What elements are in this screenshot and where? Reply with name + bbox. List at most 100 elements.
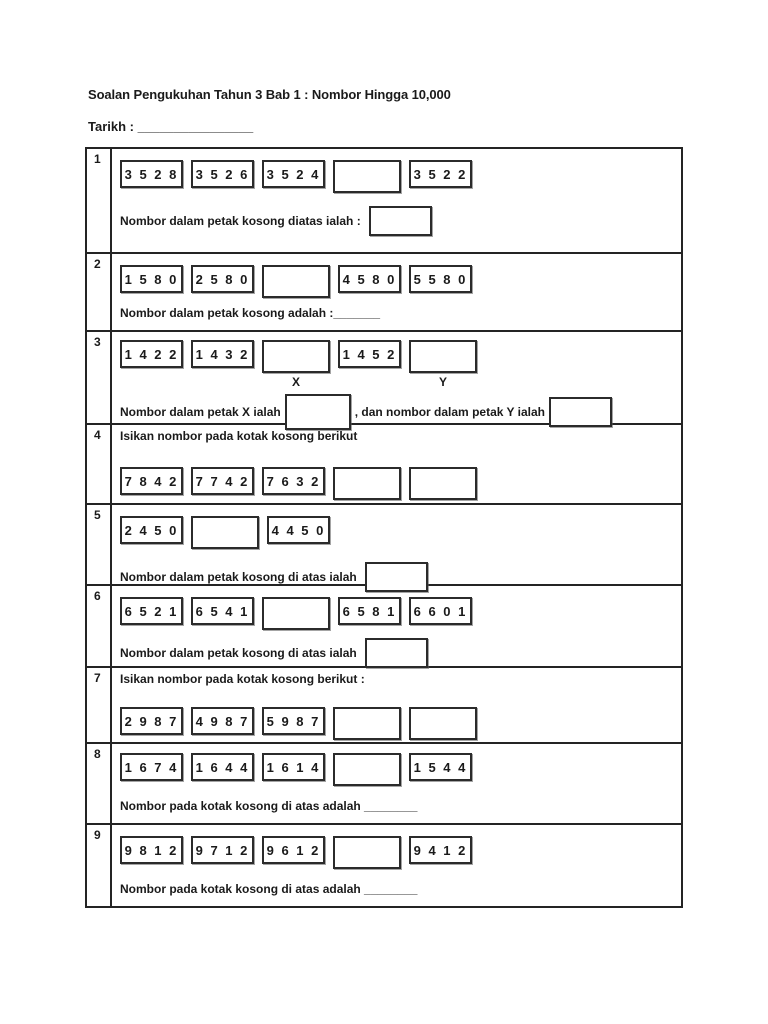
empty-number-box[interactable] bbox=[262, 265, 330, 298]
question-prompt-x: Nombor dalam petak X ialah bbox=[120, 405, 281, 419]
question-prompt: Nombor pada kotak kosong di atas adalah … bbox=[120, 882, 418, 896]
question-row-9: 9 9 8 1 2 9 7 1 2 9 6 1 2 9 4 1 2 Nombor… bbox=[87, 823, 681, 906]
question-table: 1 3 5 2 8 3 5 2 6 3 5 2 4 3 5 2 2 Nombor… bbox=[85, 147, 683, 908]
empty-number-box[interactable] bbox=[333, 160, 401, 193]
box-column-x: X bbox=[262, 340, 330, 389]
empty-number-box[interactable] bbox=[262, 597, 330, 630]
number-sequence: 2 4 5 0 4 4 5 0 bbox=[120, 516, 673, 549]
empty-number-box[interactable] bbox=[333, 753, 401, 786]
empty-number-box-y[interactable] bbox=[409, 340, 477, 373]
number-sequence: 1 5 8 0 2 5 8 0 4 5 8 0 5 5 8 0 bbox=[120, 265, 673, 298]
empty-number-box[interactable] bbox=[333, 707, 401, 740]
empty-number-box[interactable] bbox=[409, 707, 477, 740]
prompt-line: Nombor pada kotak kosong di atas adalah … bbox=[120, 882, 673, 896]
number-sequence: 1 6 7 4 1 6 4 4 1 6 1 4 1 5 4 4 bbox=[120, 753, 673, 786]
number-box: 1 6 1 4 bbox=[262, 753, 325, 781]
prompt-line: Nombor dalam petak X ialah , dan nombor … bbox=[120, 394, 673, 430]
number-box: 2 5 8 0 bbox=[191, 265, 254, 293]
box-column: 1 4 5 2 bbox=[338, 340, 401, 368]
prompt-line: Nombor dalam petak kosong di atas ialah bbox=[120, 638, 673, 668]
question-prompt-y: , dan nombor dalam petak Y ialah bbox=[354, 405, 545, 419]
question-instruction: Isikan nombor pada kotak kosong berikut … bbox=[120, 672, 365, 686]
box-column-y: Y bbox=[409, 340, 477, 389]
number-sequence: 7 8 4 2 7 7 4 2 7 6 3 2 bbox=[120, 467, 673, 500]
question-row-5: 5 2 4 5 0 4 4 5 0 Nombor dalam petak kos… bbox=[87, 503, 681, 592]
question-number: 4 bbox=[87, 425, 112, 503]
number-box: 9 6 1 2 bbox=[262, 836, 325, 864]
question-body: 6 5 2 1 6 5 4 1 6 5 8 1 6 6 0 1 Nombor d… bbox=[112, 586, 681, 668]
answer-box[interactable] bbox=[368, 206, 432, 236]
number-sequence: 1 4 2 2 1 4 3 2 X 1 4 5 2 Y bbox=[120, 340, 673, 389]
number-box: 1 4 5 2 bbox=[338, 340, 401, 368]
question-row-6: 6 6 5 2 1 6 5 4 1 6 5 8 1 6 6 0 1 Nombor… bbox=[87, 584, 681, 668]
number-box: 1 6 7 4 bbox=[120, 753, 183, 781]
box-label-y: Y bbox=[438, 375, 447, 389]
number-sequence: 2 9 8 7 4 9 8 7 5 9 8 7 bbox=[120, 707, 673, 740]
prompt-line: Nombor pada kotak kosong di atas adalah … bbox=[120, 799, 673, 813]
question-row-2: 2 1 5 8 0 2 5 8 0 4 5 8 0 5 5 8 0 Nombor… bbox=[87, 252, 681, 330]
number-box: 9 4 1 2 bbox=[409, 836, 472, 864]
empty-number-box[interactable] bbox=[333, 836, 401, 869]
question-number: 6 bbox=[87, 586, 112, 666]
empty-number-box-x[interactable] bbox=[262, 340, 330, 373]
date-line: Tarikh : ________________ bbox=[88, 119, 254, 134]
question-prompt: Nombor pada kotak kosong di atas adalah … bbox=[120, 799, 418, 813]
number-sequence: 9 8 1 2 9 7 1 2 9 6 1 2 9 4 1 2 bbox=[120, 836, 673, 869]
number-box: 3 5 2 6 bbox=[191, 160, 254, 188]
number-box: 4 9 8 7 bbox=[191, 707, 254, 735]
number-box: 7 8 4 2 bbox=[120, 467, 183, 495]
empty-number-box[interactable] bbox=[191, 516, 259, 549]
question-body: 3 5 2 8 3 5 2 6 3 5 2 4 3 5 2 2 Nombor d… bbox=[112, 149, 681, 252]
box-column: 1 4 2 2 bbox=[120, 340, 183, 368]
question-prompt: Nombor dalam petak kosong di atas ialah bbox=[120, 570, 357, 584]
number-box: 7 7 4 2 bbox=[191, 467, 254, 495]
number-sequence: 6 5 2 1 6 5 4 1 6 5 8 1 6 6 0 1 bbox=[120, 597, 673, 630]
answer-box-y[interactable] bbox=[549, 397, 612, 427]
question-number: 2 bbox=[87, 254, 112, 330]
number-sequence: 3 5 2 8 3 5 2 6 3 5 2 4 3 5 2 2 bbox=[120, 160, 673, 193]
box-column: 1 4 3 2 bbox=[191, 340, 254, 368]
number-box: 7 6 3 2 bbox=[262, 467, 325, 495]
answer-box-x[interactable] bbox=[284, 394, 351, 430]
question-body: 1 5 8 0 2 5 8 0 4 5 8 0 5 5 8 0 Nombor d… bbox=[112, 254, 681, 330]
question-number: 9 bbox=[87, 825, 112, 906]
empty-number-box[interactable] bbox=[333, 467, 401, 500]
number-box: 6 5 8 1 bbox=[338, 597, 401, 625]
number-box: 1 6 4 4 bbox=[191, 753, 254, 781]
number-box: 2 4 5 0 bbox=[120, 516, 183, 544]
box-label-x: X bbox=[291, 375, 300, 389]
prompt-line: Nombor dalam petak kosong adalah :______… bbox=[120, 306, 673, 320]
number-box: 3 5 2 8 bbox=[120, 160, 183, 188]
question-body: 2 4 5 0 4 4 5 0 Nombor dalam petak koson… bbox=[112, 505, 681, 592]
page-title: Soalan Pengukuhan Tahun 3 Bab 1 : Nombor… bbox=[88, 87, 451, 102]
number-box: 1 4 2 2 bbox=[120, 340, 183, 368]
prompt-line: Nombor dalam petak kosong di atas ialah bbox=[120, 562, 673, 592]
number-box: 6 6 0 1 bbox=[409, 597, 472, 625]
question-number: 1 bbox=[87, 149, 112, 252]
number-box: 9 8 1 2 bbox=[120, 836, 183, 864]
question-number: 5 bbox=[87, 505, 112, 584]
question-row-7: 7 Isikan nombor pada kotak kosong beriku… bbox=[87, 666, 681, 742]
question-number: 7 bbox=[87, 668, 112, 742]
question-number: 3 bbox=[87, 332, 112, 423]
question-prompt: Nombor dalam petak kosong diatas ialah : bbox=[120, 214, 361, 228]
question-row-1: 1 3 5 2 8 3 5 2 6 3 5 2 4 3 5 2 2 Nombor… bbox=[87, 149, 681, 252]
question-body: Isikan nombor pada kotak kosong berikut … bbox=[112, 425, 681, 503]
question-body: Isikan nombor pada kotak kosong berikut … bbox=[112, 668, 681, 742]
number-box: 6 5 2 1 bbox=[120, 597, 183, 625]
answer-box[interactable] bbox=[364, 562, 428, 592]
number-box: 5 9 8 7 bbox=[262, 707, 325, 735]
question-row-8: 8 1 6 7 4 1 6 4 4 1 6 1 4 1 5 4 4 Nombor… bbox=[87, 742, 681, 823]
number-box: 4 4 5 0 bbox=[267, 516, 330, 544]
question-number: 8 bbox=[87, 744, 112, 823]
empty-number-box[interactable] bbox=[409, 467, 477, 500]
question-prompt: Nombor dalam petak kosong di atas ialah bbox=[120, 646, 357, 660]
prompt-line: Nombor dalam petak kosong diatas ialah : bbox=[120, 206, 673, 236]
answer-box[interactable] bbox=[364, 638, 428, 668]
number-box: 6 5 4 1 bbox=[191, 597, 254, 625]
question-row-4: 4 Isikan nombor pada kotak kosong beriku… bbox=[87, 423, 681, 503]
question-prompt: Nombor dalam petak kosong adalah :______… bbox=[120, 306, 381, 320]
question-row-3: 3 1 4 2 2 1 4 3 2 X 1 4 5 2 bbox=[87, 330, 681, 430]
question-body: 1 4 2 2 1 4 3 2 X 1 4 5 2 Y bbox=[112, 332, 681, 430]
number-box: 3 5 2 4 bbox=[262, 160, 325, 188]
